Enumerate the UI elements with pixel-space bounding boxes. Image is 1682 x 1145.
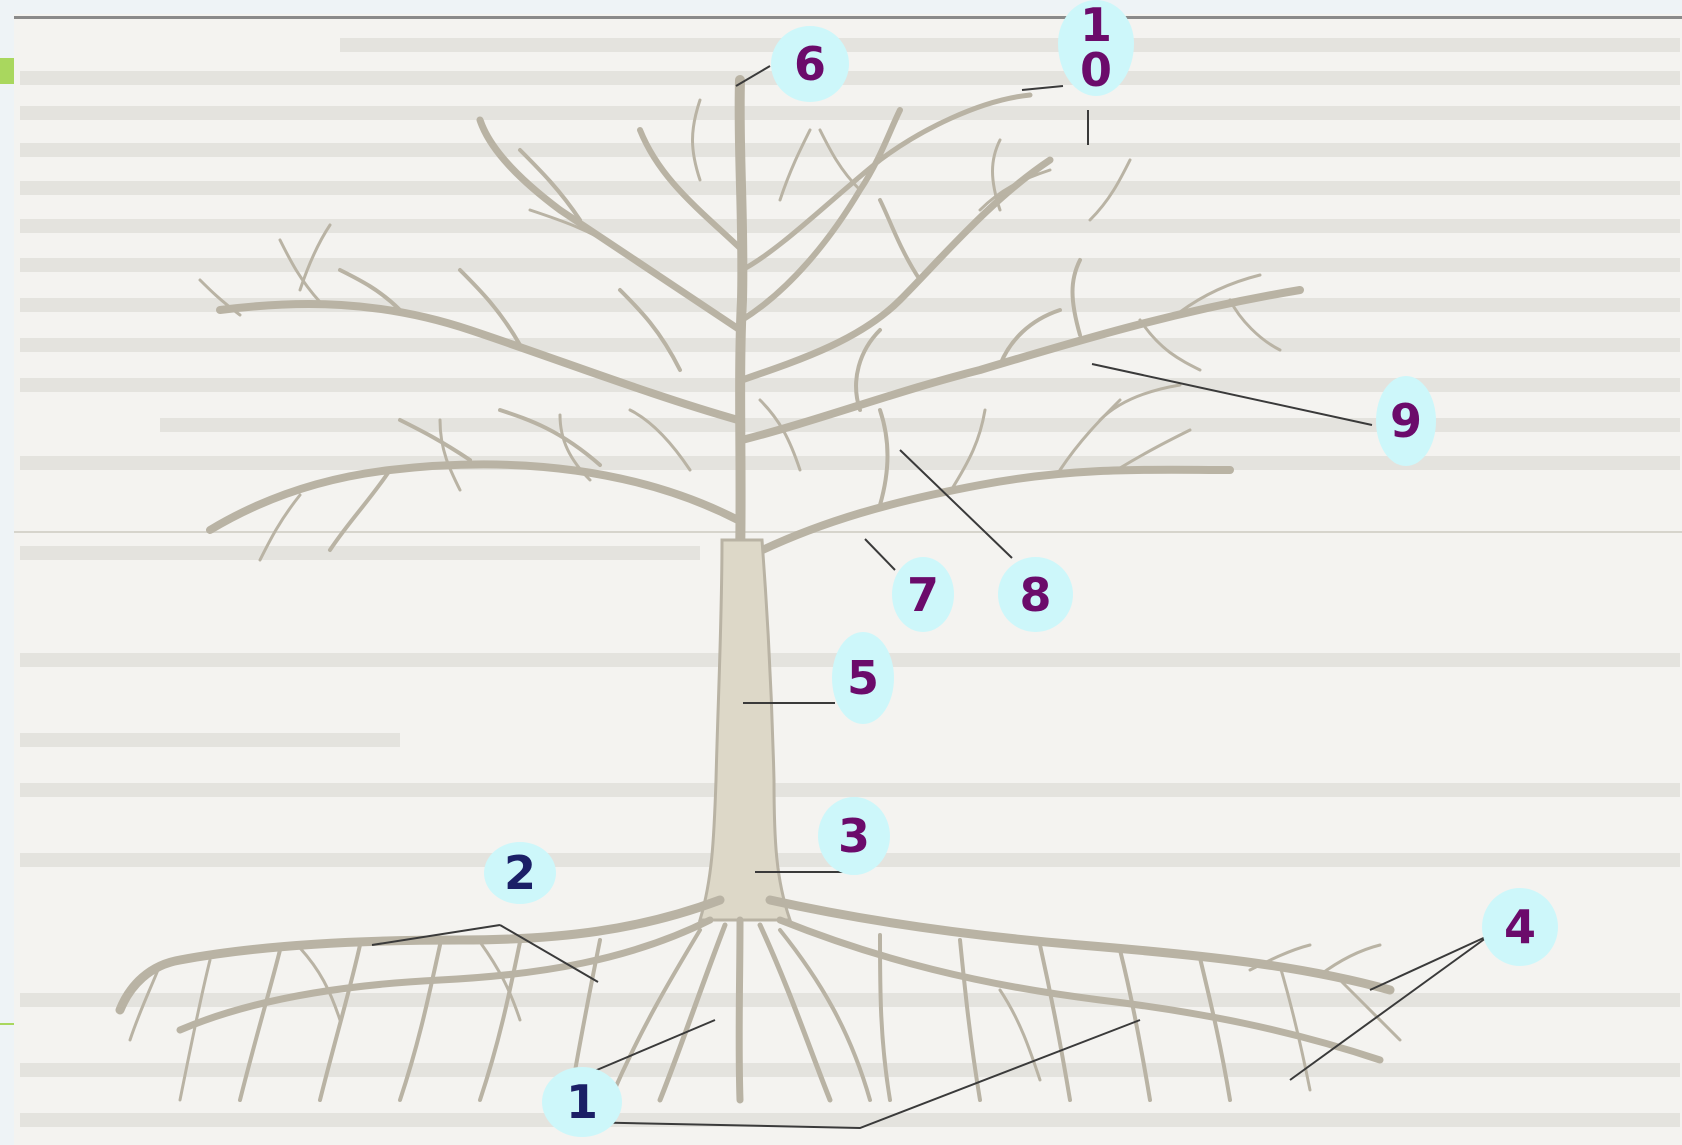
- slide-accent-tab: [0, 58, 14, 84]
- label-2: 2: [484, 842, 556, 904]
- leader-line-2: [371, 924, 501, 946]
- label-9: 9: [1376, 376, 1436, 466]
- leader-line-9: [1091, 363, 1373, 426]
- leader-line-10a: [1021, 85, 1064, 91]
- tree-roots: [115, 895, 1402, 1104]
- label-6: 6: [771, 26, 849, 102]
- leader-line-7: [864, 538, 896, 571]
- leader-line-8: [899, 449, 1013, 559]
- slide-accent-line: [0, 1023, 14, 1025]
- label-10-line2: 0: [1079, 43, 1112, 97]
- label-10: 1 0: [1058, 0, 1134, 96]
- leader-line-1b: [577, 1019, 1141, 1130]
- label-3: 3: [818, 797, 890, 875]
- header-text-clipped: [880, 0, 1400, 14]
- textbook-page-scan: [14, 14, 1682, 1145]
- leader-line-2b: [499, 924, 599, 983]
- label-5: 5: [832, 632, 894, 724]
- label-1: 1: [542, 1067, 622, 1137]
- label-4: 4: [1482, 888, 1558, 966]
- tree-trunk: [697, 538, 793, 922]
- tree-crown: [198, 75, 1304, 565]
- leader-line-4b: [1289, 934, 1491, 1081]
- label-7: 7: [892, 557, 954, 632]
- leader-line-1: [584, 1019, 716, 1076]
- label-10-line1: 1: [1079, 0, 1112, 52]
- label-8: 8: [998, 557, 1073, 632]
- leader-line-4a: [1369, 934, 1491, 991]
- leader-line-6: [735, 65, 771, 87]
- top-rule: [14, 16, 1682, 19]
